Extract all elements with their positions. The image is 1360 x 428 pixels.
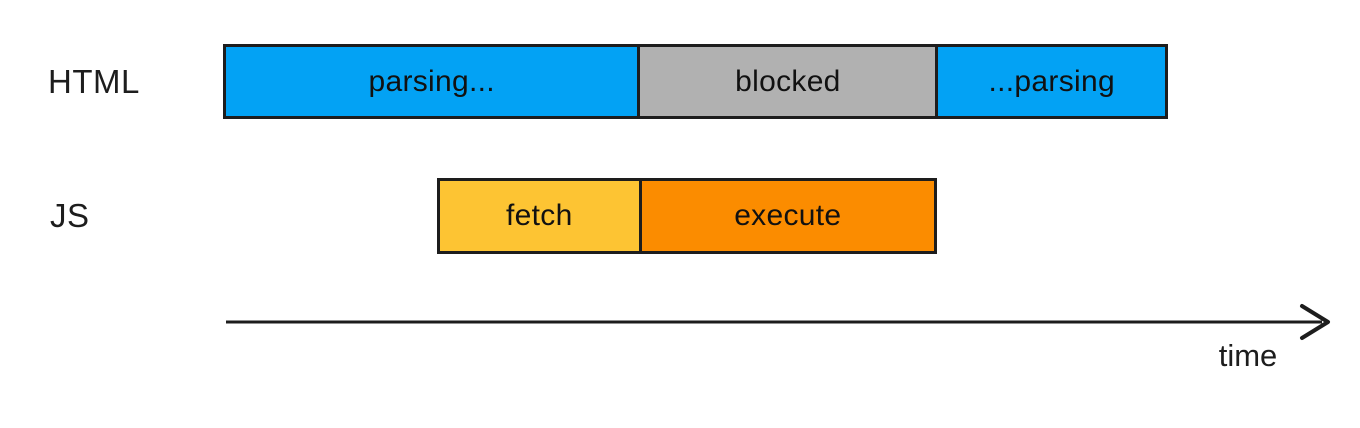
segment-parsing-after-label: ...parsing <box>988 64 1115 98</box>
time-axis-label: time <box>1218 338 1278 373</box>
row-label-js: JS <box>50 197 90 234</box>
segment-blocked-label: blocked <box>735 64 841 98</box>
segment-execute: execute <box>638 181 934 251</box>
html-timeline-bar: parsing... blocked ...parsing <box>223 44 1168 119</box>
segment-execute-label: execute <box>734 199 842 232</box>
row-label-html: HTML <box>48 62 140 100</box>
segment-parsing-before-label: parsing... <box>368 64 495 98</box>
segment-parsing-after: ...parsing <box>935 47 1166 116</box>
segment-fetch-label: fetch <box>506 199 573 232</box>
time-axis-arrow-icon <box>226 304 1330 340</box>
js-timeline-bar: fetch execute <box>437 178 937 254</box>
segment-blocked: blocked <box>637 47 936 116</box>
segment-parsing-before: parsing... <box>226 47 638 116</box>
segment-fetch: fetch <box>440 181 639 251</box>
